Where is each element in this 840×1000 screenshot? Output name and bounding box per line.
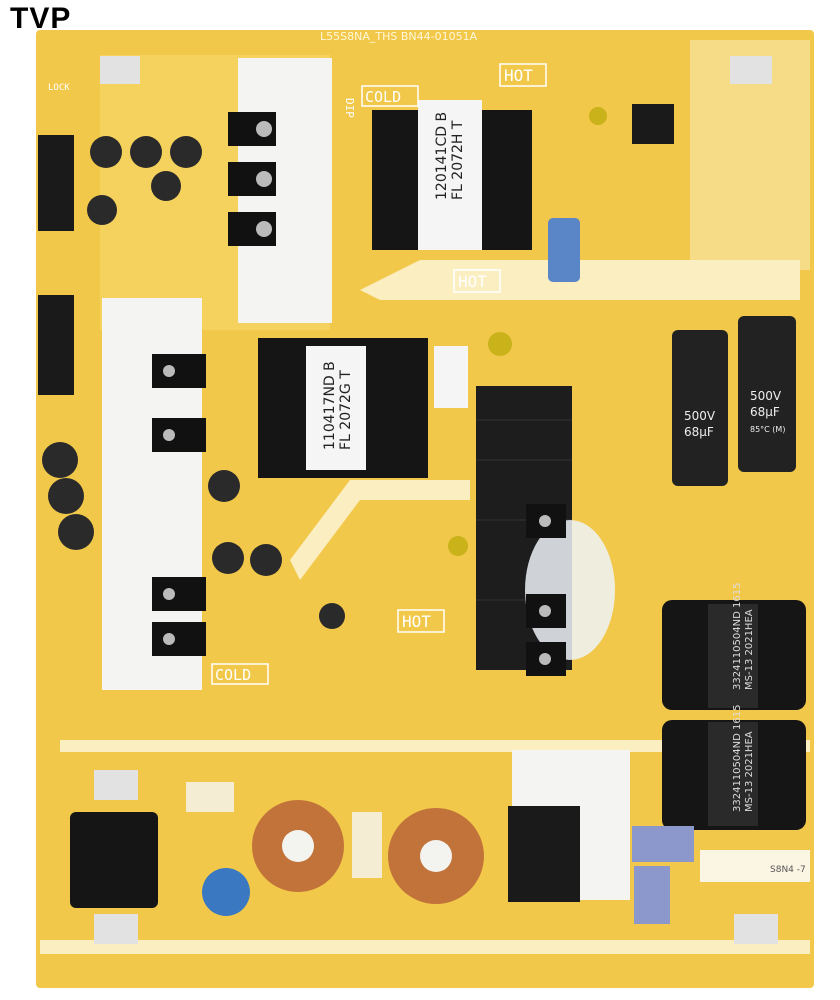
board-model-label: L55S8NA_THS BN44-01051A <box>320 30 478 43</box>
svg-text:MS-13 2021HEA: MS-13 2021HEA <box>744 731 755 812</box>
svg-text:110417ND B: 110417ND B <box>322 361 338 450</box>
svg-text:68µF: 68µF <box>750 405 780 419</box>
sticker-code: S8N4 -7 <box>770 865 806 875</box>
ac-inlet <box>70 812 158 908</box>
svg-text:MS-13 2021HEA: MS-13 2021HEA <box>744 609 755 690</box>
svg-text:3324110504ND 1615: 3324110504ND 1615 <box>732 705 743 812</box>
transformer-2: 110417ND B FL 2072G T <box>258 338 428 478</box>
svg-text:FL 2072H T: FL 2072H T <box>450 120 466 200</box>
tvp-watermark-logo: TVP <box>10 2 72 35</box>
svg-text:120141CD B: 120141CD B <box>434 112 450 200</box>
svg-text:500V: 500V <box>750 389 782 403</box>
svg-text:HOT: HOT <box>402 612 431 631</box>
choke: 3324110504ND 1615 MS-13 2021HEA <box>662 705 806 830</box>
bulk-capacitor: 500V 68µF 500V 68µF 85°C (M) <box>672 316 796 486</box>
connector <box>38 135 74 231</box>
toroid-inductor <box>252 800 484 904</box>
svg-text:HOT: HOT <box>504 66 533 85</box>
transformer-1: 120141CD B FL 2072H T <box>372 100 532 250</box>
silkscreen-labels: HOT HOT HOT COLD COLD DIP LOCK <box>48 63 547 685</box>
svg-text:85°C (M): 85°C (M) <box>750 425 785 434</box>
svg-text:HOT: HOT <box>458 272 487 291</box>
svg-text:COLD: COLD <box>215 666 251 684</box>
choke: 3324110504ND 1615 MS-13 2021HEA <box>662 583 806 710</box>
x-capacitor <box>548 218 580 282</box>
ic-chip <box>632 104 674 144</box>
transistors <box>152 112 566 676</box>
svg-text:COLD: COLD <box>365 88 401 106</box>
svg-text:LOCK: LOCK <box>48 83 70 93</box>
svg-text:500V: 500V <box>684 409 716 423</box>
svg-text:FL 2072G T: FL 2072G T <box>338 370 354 450</box>
capacitors <box>42 136 345 629</box>
svg-text:68µF: 68µF <box>684 425 714 439</box>
varistor <box>202 868 250 916</box>
svg-text:DIP: DIP <box>343 98 356 118</box>
connector <box>38 295 74 395</box>
svg-text:3324110504ND 1615: 3324110504ND 1615 <box>732 583 743 690</box>
